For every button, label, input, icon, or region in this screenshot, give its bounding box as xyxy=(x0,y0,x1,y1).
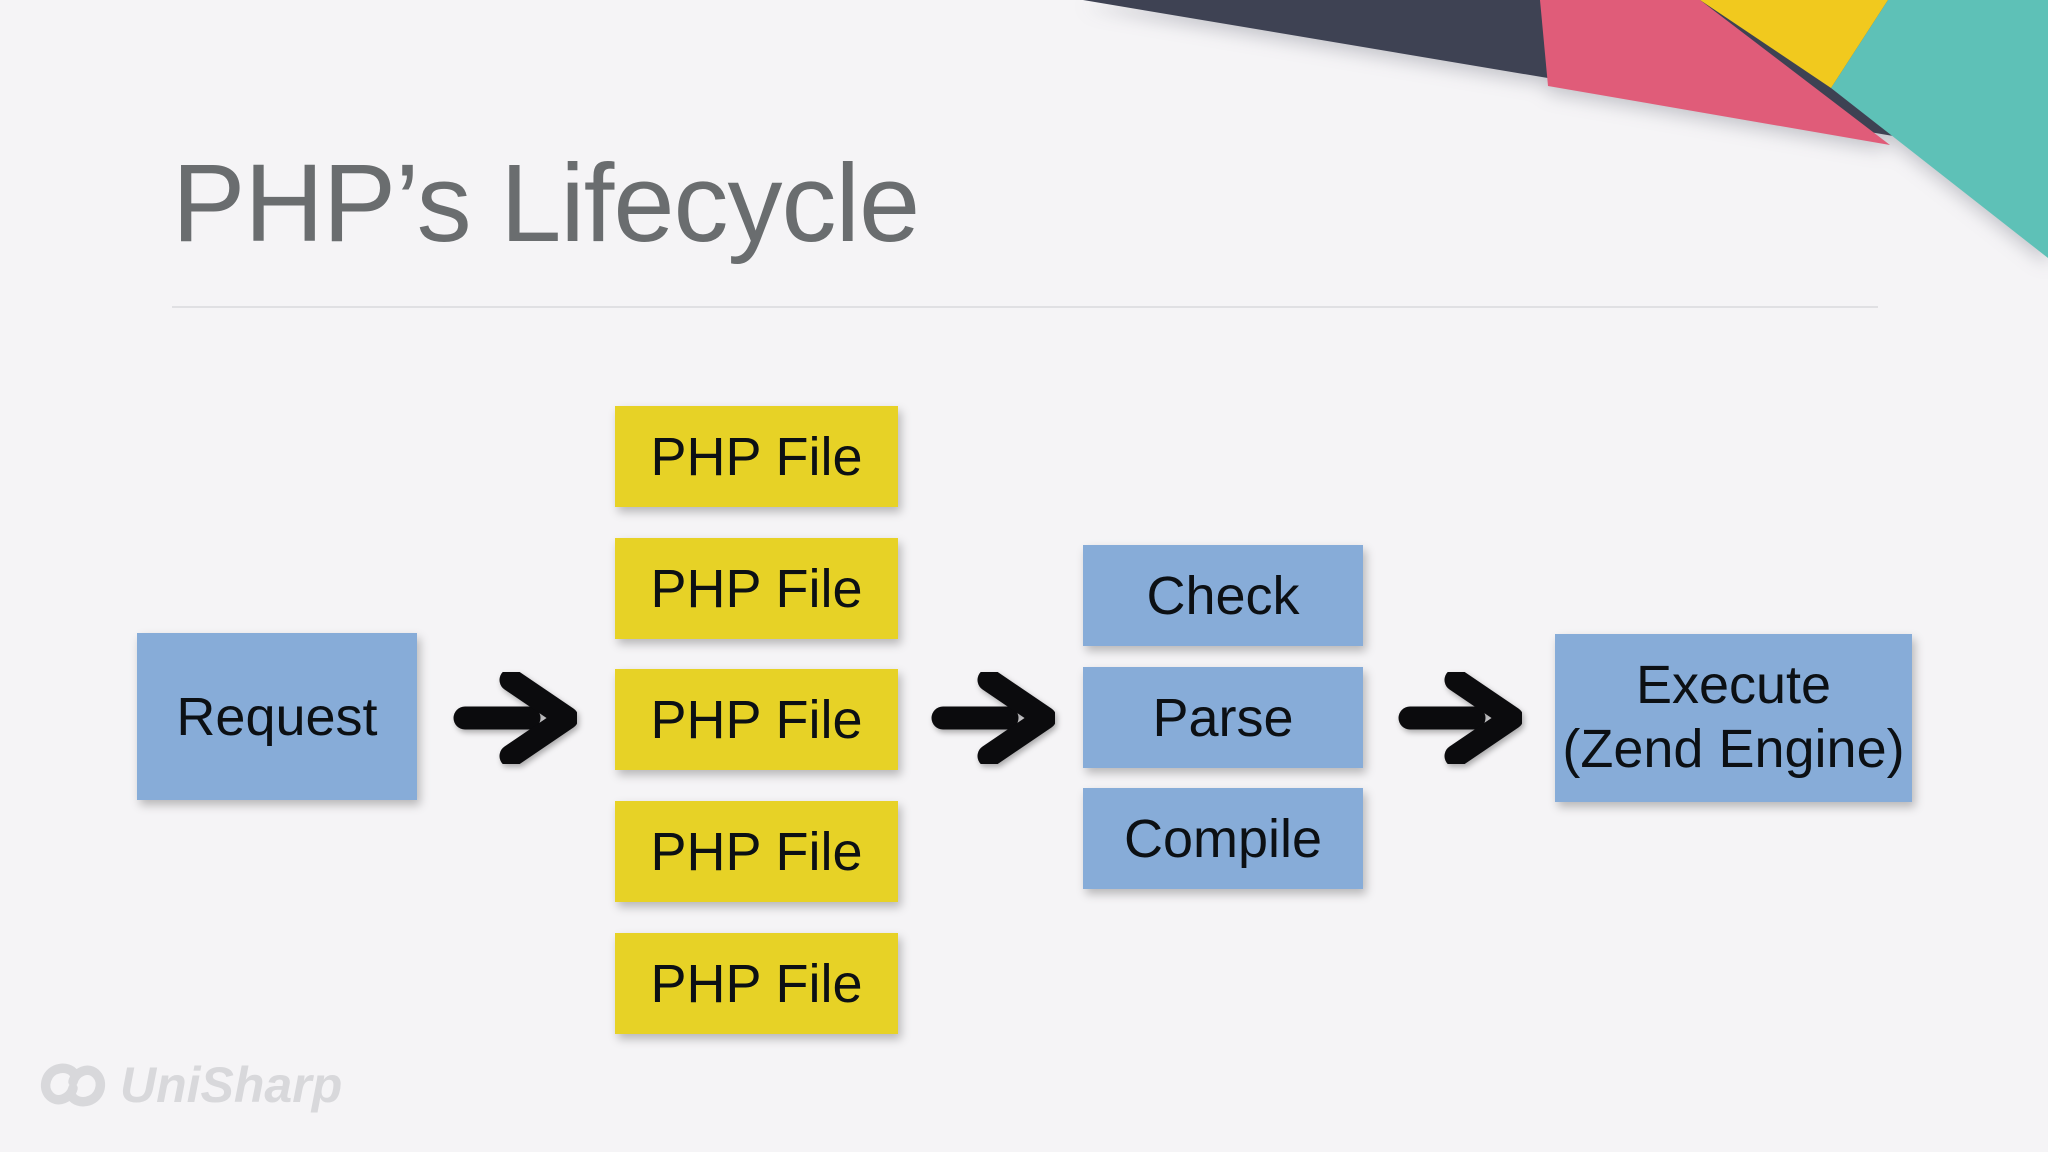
corner-yellow-shape xyxy=(1700,0,1888,88)
node-php-file-label: PHP File xyxy=(650,821,863,882)
node-compile: Compile xyxy=(1083,788,1363,889)
title-divider xyxy=(172,306,1878,308)
node-check-label: Check xyxy=(1146,565,1300,626)
node-check: Check xyxy=(1083,545,1363,646)
node-request: Request xyxy=(137,633,417,800)
node-execute-line1: Execute xyxy=(1635,655,1832,716)
node-php-file: PHP File xyxy=(615,801,898,902)
node-php-file: PHP File xyxy=(615,669,898,770)
brand-name: UniSharp xyxy=(120,1057,343,1113)
node-parse-label: Parse xyxy=(1152,687,1294,748)
brand-footer: UniSharp xyxy=(36,1056,342,1114)
right-arrow-icon xyxy=(931,672,1055,764)
node-php-file-label: PHP File xyxy=(650,689,863,750)
right-arrow-icon xyxy=(453,672,577,764)
node-php-file: PHP File xyxy=(615,933,898,1034)
corner-navy-shape xyxy=(1083,0,2048,162)
page-title: PHP’s Lifecycle xyxy=(172,142,920,265)
node-php-file-label: PHP File xyxy=(650,953,863,1014)
node-request-label: Request xyxy=(176,686,378,747)
node-php-file-label: PHP File xyxy=(650,558,863,619)
corner-teal-shape xyxy=(1831,0,2048,258)
infinity-loops-icon xyxy=(40,1063,106,1107)
node-php-file: PHP File xyxy=(615,406,898,507)
node-php-file: PHP File xyxy=(615,538,898,639)
corner-pink-shape xyxy=(1540,0,1890,145)
node-php-file-label: PHP File xyxy=(650,426,863,487)
node-parse: Parse xyxy=(1083,667,1363,768)
right-arrow-icon xyxy=(1398,672,1522,764)
node-execute: Execute (Zend Engine) xyxy=(1555,634,1912,802)
node-execute-line2: (Zend Engine) xyxy=(1562,719,1905,779)
node-compile-label: Compile xyxy=(1123,808,1323,869)
